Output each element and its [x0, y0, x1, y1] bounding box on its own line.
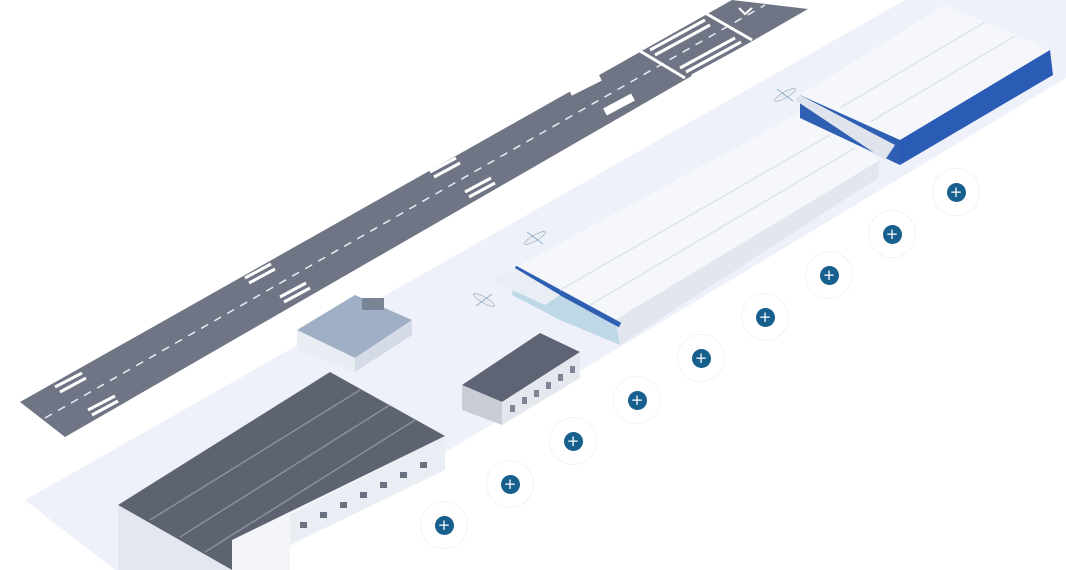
airplane-icon: [473, 293, 495, 307]
airplane-icon: [524, 231, 546, 245]
airplane-icon: [774, 88, 796, 102]
airplanes: [473, 88, 796, 307]
hotspot-button-9[interactable]: +: [933, 169, 979, 215]
small-hangar: [297, 295, 412, 372]
plus-icon: +: [946, 182, 966, 202]
plus-icon: +: [755, 307, 775, 327]
hotspot-button-2[interactable]: +: [487, 461, 533, 507]
runway: [20, 0, 808, 437]
plus-icon: +: [691, 348, 711, 368]
hotspot-button-3[interactable]: +: [550, 418, 596, 464]
office-building: [462, 333, 580, 425]
hotspot-button-4[interactable]: +: [614, 377, 660, 423]
terminal-main: [490, 110, 880, 345]
plus-icon: +: [434, 515, 454, 535]
hotspot-button-8[interactable]: +: [869, 211, 915, 257]
plus-icon: +: [627, 390, 647, 410]
plus-icon: +: [819, 265, 839, 285]
large-hangar: [118, 372, 445, 570]
hotspot-button-6[interactable]: +: [742, 294, 788, 340]
hotspot-button-7[interactable]: +: [806, 252, 852, 298]
plus-icon: +: [563, 431, 583, 451]
hotspot-button-5[interactable]: +: [678, 335, 724, 381]
plus-icon: +: [500, 474, 520, 494]
plus-icon: +: [882, 224, 902, 244]
hotspot-button-1[interactable]: +: [421, 502, 467, 548]
terminal-north: [795, 5, 1053, 165]
